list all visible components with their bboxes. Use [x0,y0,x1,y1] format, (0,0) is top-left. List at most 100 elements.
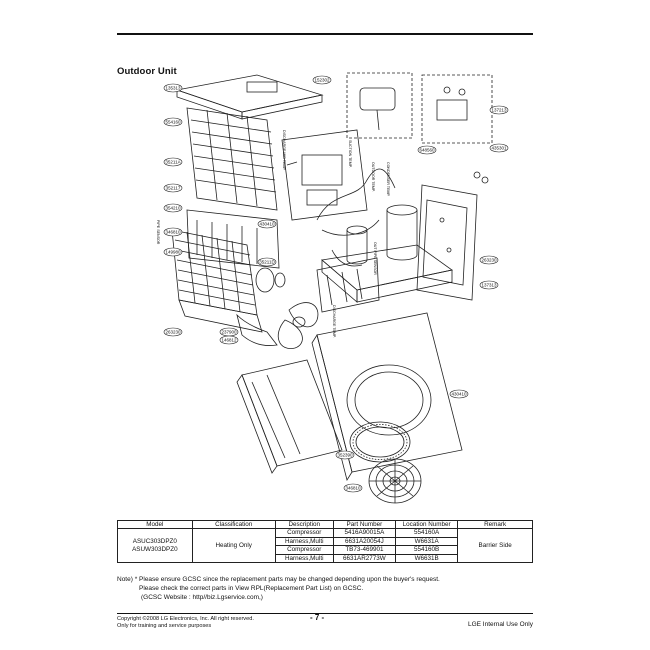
note-line-3: (GCSC Website : http//biz.Lgservice.com,… [141,594,263,601]
callout-l10: 430410 [257,219,277,229]
callout-text: 354210 [165,206,181,211]
location-cell: W6631A [395,536,459,547]
propeller-fan-part [277,302,319,349]
callout-l5: 354210 [163,203,183,213]
callout-l14: 137213 [489,105,509,115]
rear-grille-part [186,107,278,211]
top-cover-part [175,74,324,120]
callout-l13: 648560 [417,145,437,155]
callout-l8: 263230 [163,327,183,337]
annotation-outdoor-temp: OUTDOOR TEMP. [371,162,375,192]
location-cell: 554160B [395,545,459,555]
annotation-out-pipe: OUT PIPE SENSOR [373,242,377,275]
compressor-part [346,204,418,265]
callout-text: 237900 [221,330,237,335]
front-panel-part [311,312,463,482]
header-model: Model [117,519,193,530]
callout-l16: 263230 [479,255,499,265]
fan-orifice-ring-part [349,421,411,463]
callout-text: 346810 [165,230,181,235]
callout-l2: 554160 [163,117,183,127]
callout-text: 430410 [451,392,467,397]
callout-text: 146812 [221,338,237,343]
callout-text: 352390 [337,453,353,458]
table-row: Compressor TB73-469901 554160B [118,545,533,555]
header-part-number: Part Number [332,519,397,530]
annotation-pipe-sensor: PIPE SENSOR [156,220,160,245]
callout-l12: 152302 [312,75,332,85]
callout-text: 435301 [491,146,507,151]
callout-l4: 352117 [163,183,183,193]
callout-text: 648560 [419,148,435,153]
exploded-view-diagram: 135313 554160 35211A 352117 354210 34681… [117,70,533,510]
description-cell: Harness,Multi [274,536,334,547]
copyright-text: Copyright ©2008 LG Electronics, Inc. All… [117,616,254,622]
annotation-suction-temp: SUCTION TEMP. [348,140,352,168]
part-number-cell: 6631AR2773W [332,553,397,564]
table-row: Harness,Multi 6631A20054J W6631A [118,536,533,547]
callout-text: 137313 [481,283,497,288]
callout-text: 346810 [345,486,361,491]
callout-l20: 352390 [335,450,355,460]
base-pan-part [321,244,453,303]
notes-block: Note) * Please ensure GCSC since the rep… [117,575,440,602]
callout-l15: 435301 [489,143,509,153]
motor-bracket-part [316,257,380,313]
part-number-cell: 6631A20054J [332,536,397,547]
support-bracket-part [236,313,278,346]
annotation-discharge-mid: DISCHARGE MID TEMP. [282,130,286,170]
callout-text: 263230 [481,258,497,263]
callout-text: 554160 [165,120,181,125]
callout-l21: 346810 [343,483,363,493]
callout-l18: 430410 [449,389,469,399]
header-rule [117,33,533,35]
callout-text: 35211A [165,160,180,165]
table-row: Harness,Multi 6631AR2773W W6631B [118,553,533,564]
right-side-panel-part [416,171,489,301]
footer-rule [117,613,533,614]
note-line-1: Note) * Please ensure GCSC since the rep… [117,576,440,583]
callout-text: 352117 [166,186,181,191]
remark-cell: Barrier Side [457,528,533,564]
callout-text: 149980 [165,250,181,255]
description-cell: Harness,Multi [274,553,334,564]
part-number-cell: TB73-469901 [332,545,397,555]
control-box-part [281,129,368,221]
location-cell: 554160A [395,528,459,538]
model-name: ASUW303DPZ0 [132,545,178,553]
header-remark: Remark [457,519,533,530]
note-line-2: Please check the correct parts in View R… [139,585,364,592]
callout-text: 35211D [259,260,275,265]
header-classification: Classification [191,519,276,530]
internal-use-text: LGE Internal Use Only [467,621,533,628]
parts-table: Model Classification Description Part Nu… [117,519,533,564]
description-cell: Compressor [274,545,334,555]
callout-l9: 237900 [219,327,239,337]
header-location-number: Location Number [395,519,459,530]
callout-text: 137213 [491,108,507,113]
terminal-module-part [421,74,493,144]
refrigerant-piping-part [316,168,396,267]
annotation-discharge: DISCHARGE TEMP. [332,305,336,338]
callout-l1: 135313 [163,83,183,93]
heat-exchanger-part [171,229,263,333]
pcb-module-part [346,72,413,139]
callout-text: 430410 [259,222,275,227]
callout-text: 152302 [314,78,330,83]
annotation-condenser-temp: CONDENSER TEMP. [386,162,390,196]
header-description: Description [274,519,334,530]
front-left-panel-part [236,359,343,474]
callout-l7: 149980 [163,247,183,257]
callout-l19: 146812 [219,335,239,345]
callout-text: 135313 [165,86,181,91]
part-number-cell: 5416A90015A [332,528,397,538]
table-row: ASUC303DPZ0 ASUW303DPZ0 Heating Only Com… [117,528,533,564]
fan-guard-grille-part [368,458,422,504]
training-text: Only for training and service purposes [117,623,212,629]
callout-text: 263230 [165,330,181,335]
fan-motor-part [255,267,286,293]
exploded-view-svg: 135313 554160 35211A 352117 354210 34681… [156,72,509,504]
description-cell: Compressor [274,528,334,538]
section-title: Outdoor Unit [117,66,177,77]
